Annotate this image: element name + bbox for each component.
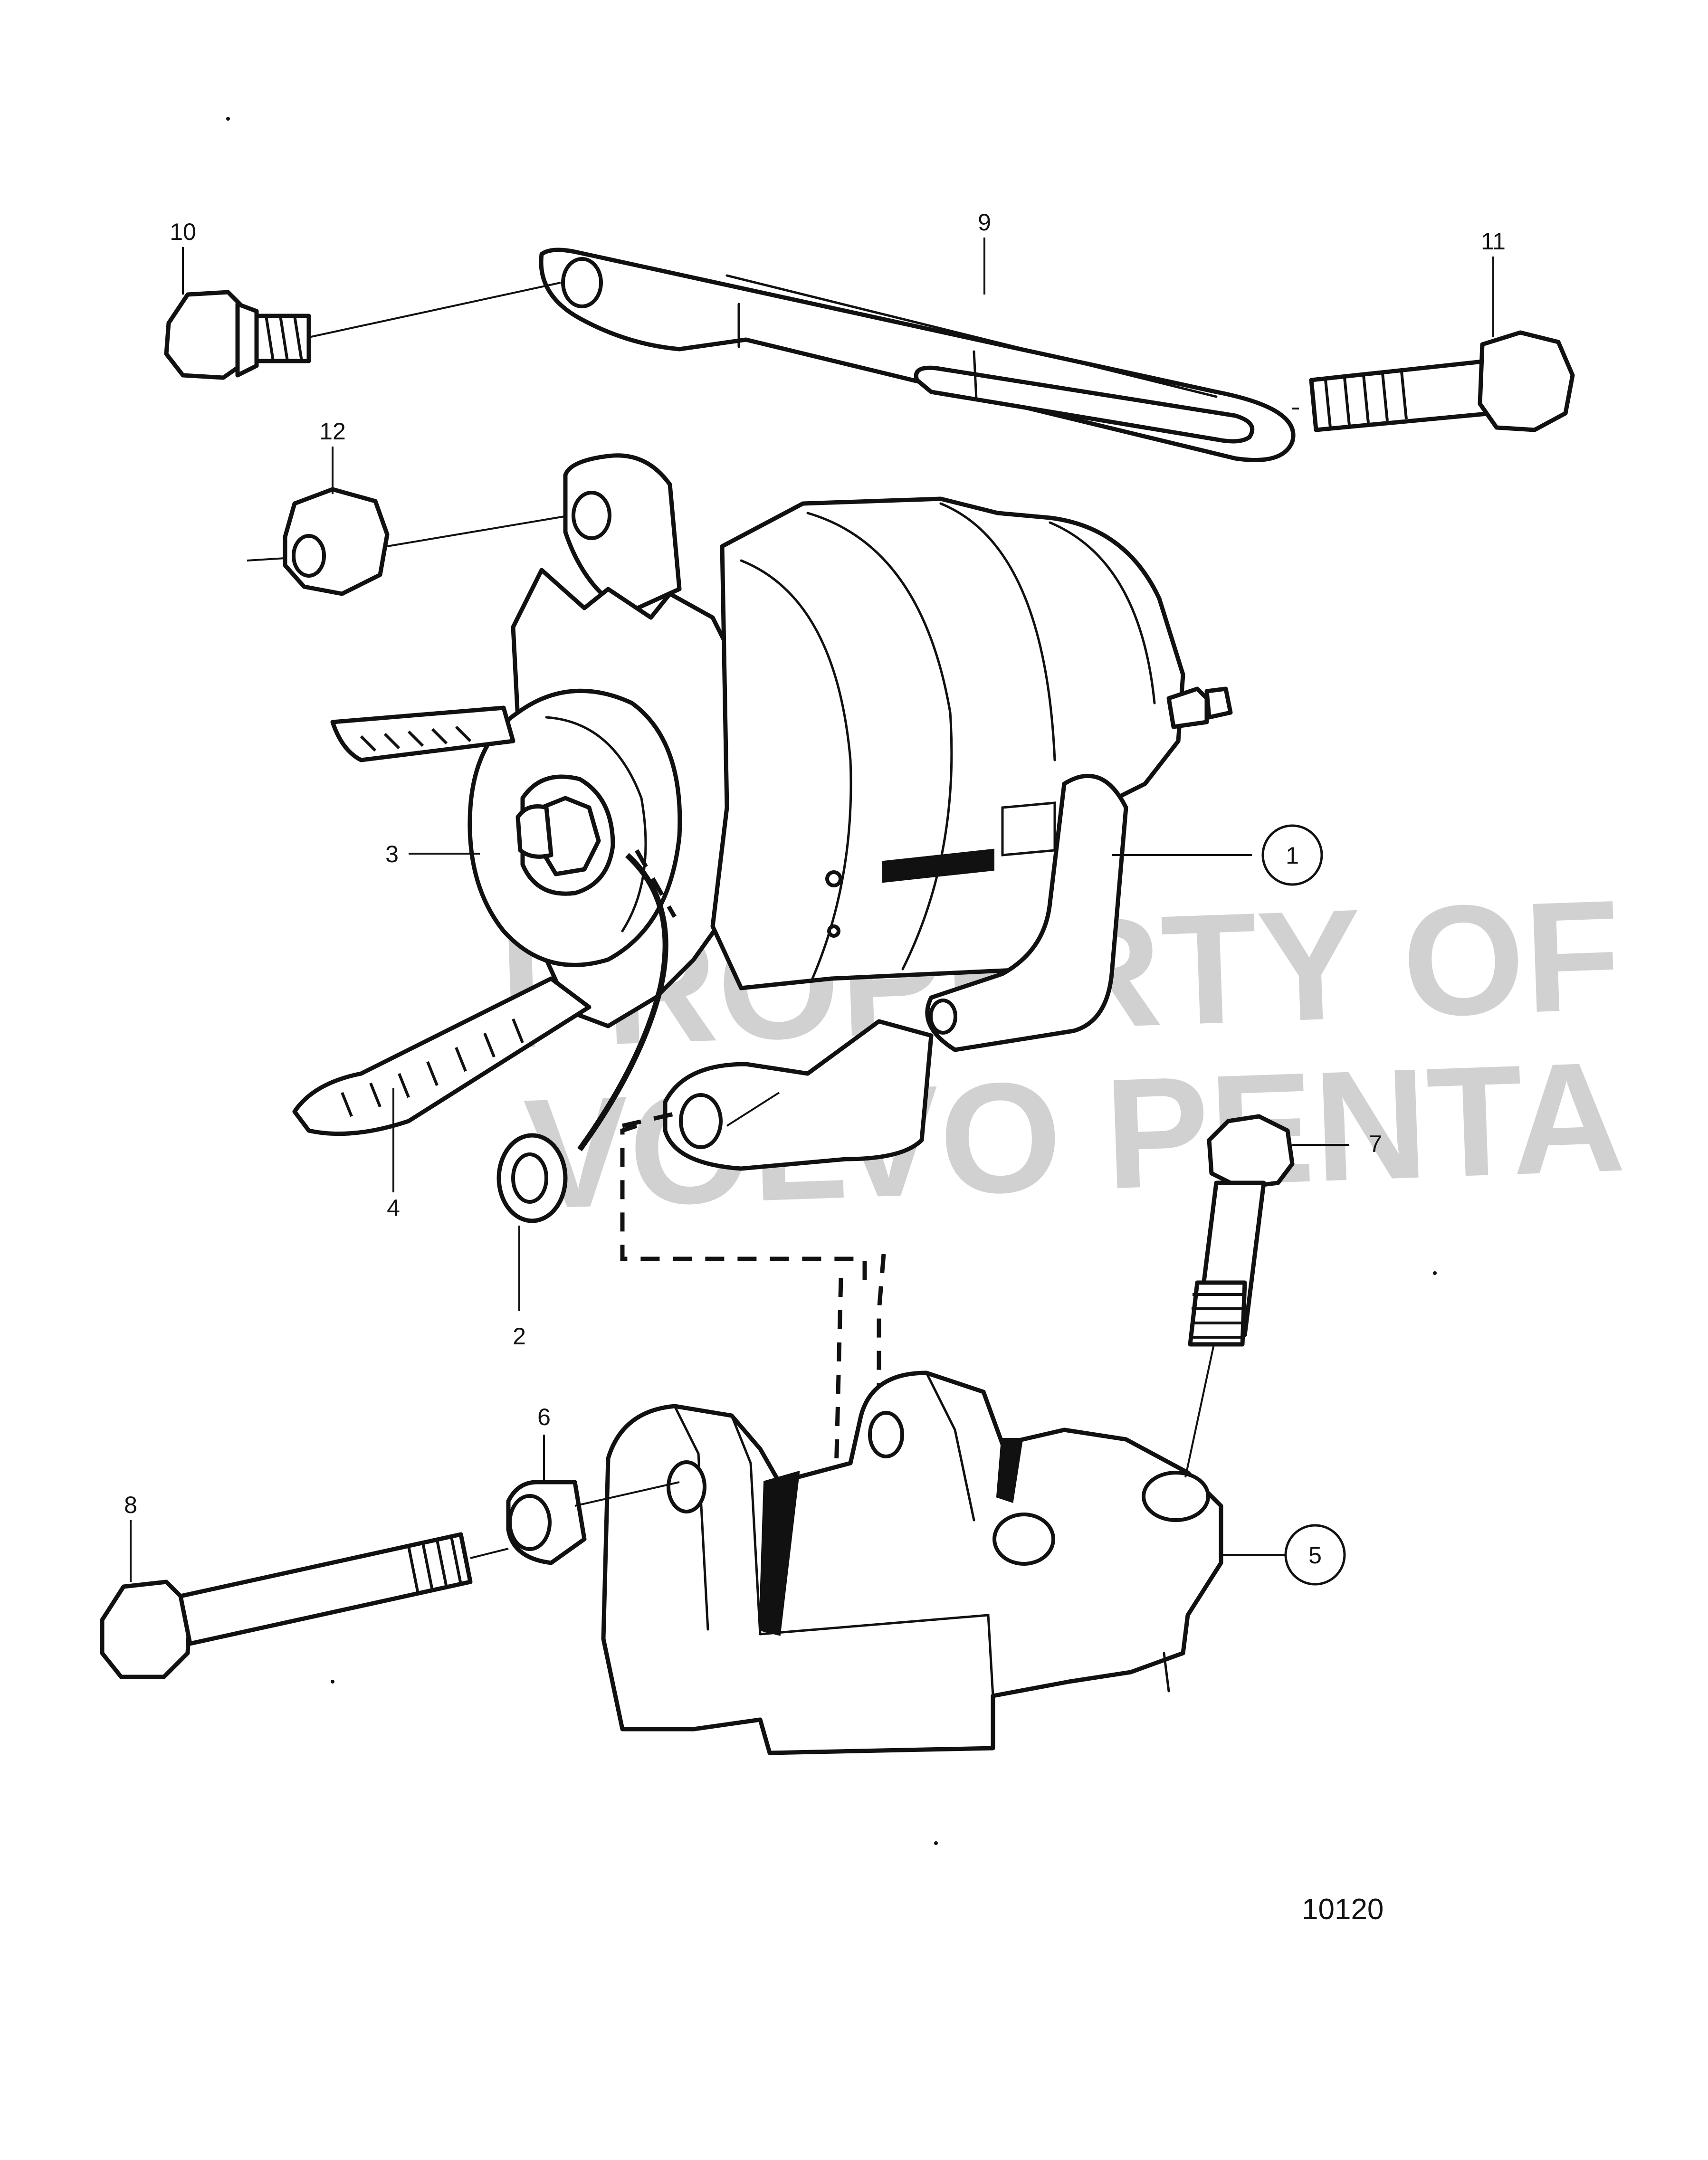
part-pulley	[468, 688, 682, 967]
callout-3: 3	[385, 841, 399, 867]
part-spacer-sleeve	[506, 1480, 680, 1565]
part-washer	[496, 1133, 568, 1223]
callout-circle-5	[1284, 1524, 1346, 1586]
part-hex-bolt	[100, 1532, 509, 1679]
callout-11: 11	[1481, 228, 1506, 255]
part-flange-nut	[247, 487, 585, 596]
figure-number: 10120	[1302, 1893, 1384, 1926]
callout-2: 2	[513, 1323, 526, 1350]
part-flange-screw-11	[1292, 330, 1575, 432]
callout-10: 10	[170, 219, 196, 245]
callout-8: 8	[124, 1492, 137, 1518]
callout-4: 4	[387, 1195, 400, 1221]
callout-6: 6	[537, 1404, 551, 1430]
part-flange-screw-10	[164, 282, 561, 380]
part-tension-bar	[539, 247, 1296, 462]
callout-leaders	[130, 238, 1494, 1582]
callout-7: 7	[1369, 1131, 1382, 1157]
part-flange-screw-7	[1184, 1114, 1295, 1478]
scan-specks	[226, 117, 1437, 1845]
callout-9: 9	[978, 209, 991, 236]
callout-12: 12	[319, 418, 346, 445]
part-v-belt	[292, 705, 677, 1151]
callout-1: 1	[1286, 842, 1299, 869]
callout-5: 5	[1308, 1542, 1322, 1569]
part-bracket	[601, 1370, 1223, 1755]
callout-circle-1	[1261, 824, 1323, 886]
